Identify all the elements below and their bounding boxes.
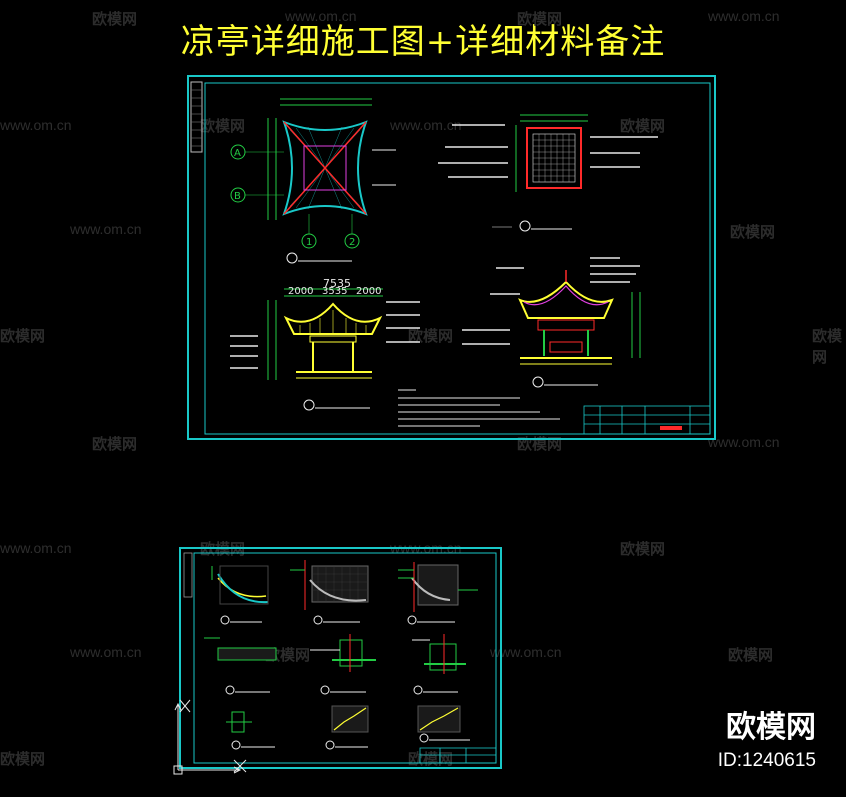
watermark-brand: 欧模网 — [92, 10, 138, 28]
watermark-brand: 欧模网 — [728, 646, 774, 664]
watermark-logo: 欧模网 — [726, 710, 816, 745]
watermark-brand: 欧模网 — [0, 327, 46, 345]
detail-roof-1 — [211, 565, 269, 625]
pavilion-section — [462, 257, 641, 388]
detail-foundation — [412, 634, 466, 695]
detail-bench — [226, 711, 275, 750]
dim-total: 7535 — [323, 277, 351, 290]
dim-mid: 3535 — [322, 286, 347, 297]
axis-label: 2 — [349, 237, 355, 248]
detail-roof-2 — [290, 560, 369, 625]
watermark-brand: 欧模网 — [92, 435, 138, 453]
watermark-site: www.om.cn — [708, 434, 780, 450]
structure-plan — [438, 114, 658, 232]
watermark-site: www.om.cn — [390, 117, 462, 133]
watermark-site: www.om.cn — [0, 540, 72, 556]
watermark-site: www.om.cn — [708, 8, 780, 24]
watermark-brand: 欧模网 — [200, 117, 246, 135]
sheet-2 — [179, 547, 502, 769]
detail-base — [204, 637, 277, 695]
watermark-brand: 欧模网 — [730, 223, 776, 241]
detail-stair-2 — [417, 705, 470, 743]
watermark-brand: 欧模网 — [620, 117, 666, 135]
dim-right: 2000 — [356, 286, 381, 297]
pavilion-plan — [230, 98, 396, 264]
ucs-icon — [173, 699, 247, 775]
detail-stair-1 — [325, 705, 369, 750]
watermark-brand: 欧模网 — [517, 10, 563, 28]
watermark-brand: 欧模网 — [408, 327, 454, 345]
watermark-brand: 欧模网 — [0, 750, 46, 768]
detail-roof-3 — [398, 562, 478, 625]
axis-label: B — [234, 191, 241, 202]
watermark-site: www.om.cn — [285, 8, 357, 24]
sheet-1: 7535 2000 3535 2000 — [187, 75, 716, 440]
page-title: 凉亭详细施工图+详细材料备注 — [180, 22, 666, 62]
axis-label: A — [234, 148, 241, 159]
watermark-site: www.om.cn — [70, 644, 142, 660]
title-block-2 — [419, 747, 497, 764]
watermark-site: www.om.cn — [70, 221, 142, 237]
watermark-brand: 欧模网 — [620, 540, 666, 558]
title-block — [583, 405, 711, 435]
material-notes — [398, 389, 560, 427]
watermark-brand: 欧模网 — [812, 327, 843, 366]
pavilion-elevation: 7535 2000 3535 2000 — [230, 277, 420, 411]
watermark-site: www.om.cn — [0, 117, 72, 133]
dim-left: 2000 — [288, 286, 313, 297]
detail-column-joint — [310, 634, 376, 695]
watermark-site: www.om.cn — [490, 644, 562, 660]
axis-label: 1 — [306, 237, 312, 248]
watermark-id: ID:1240615 — [717, 750, 816, 771]
